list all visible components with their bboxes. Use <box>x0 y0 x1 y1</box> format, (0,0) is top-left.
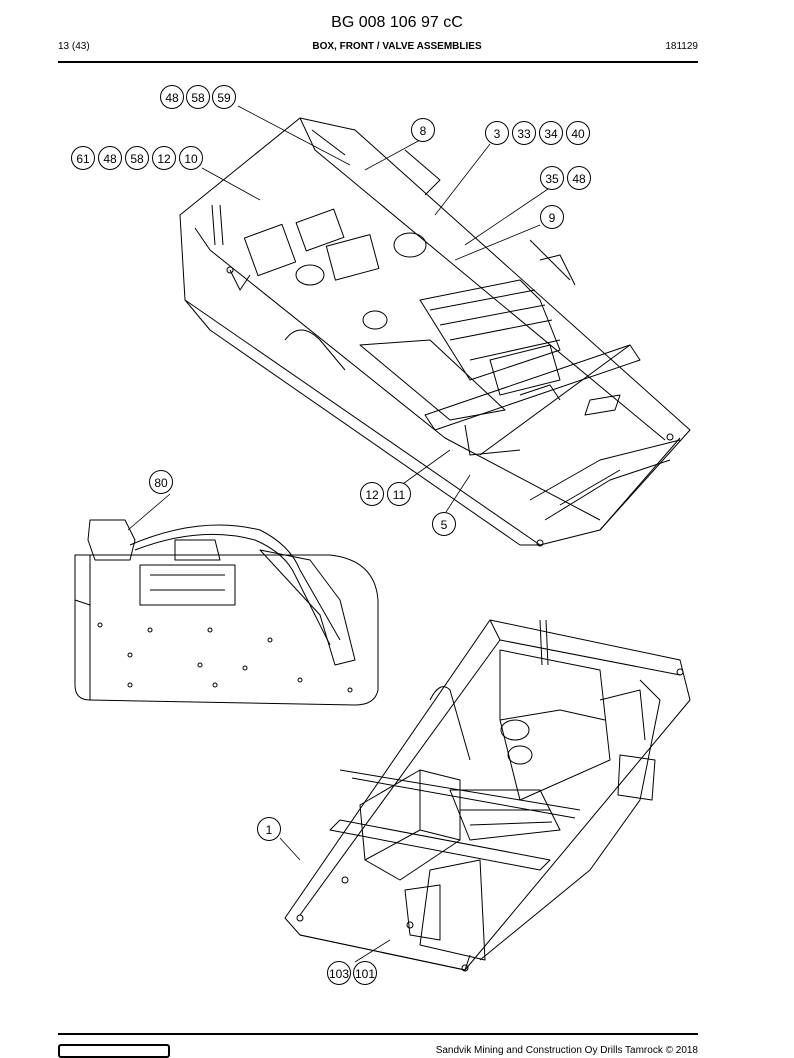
leader-lines <box>127 105 549 963</box>
callout-5: 5 <box>432 512 456 536</box>
callout-12: 12 <box>360 482 384 506</box>
sandvik-logo <box>58 1044 170 1058</box>
callout-103: 103 <box>327 961 351 985</box>
callout-1: 1 <box>257 817 281 841</box>
callout-9: 9 <box>540 205 564 229</box>
page-number: 13 (43) <box>58 41 90 52</box>
callout-58: 58 <box>125 146 149 170</box>
front-box-top-view <box>179 117 691 547</box>
callout-59: 59 <box>212 85 236 109</box>
callout-58: 58 <box>186 85 210 109</box>
callout-80: 80 <box>149 470 173 494</box>
document-date: 181129 <box>665 41 698 52</box>
callout-10: 10 <box>179 146 203 170</box>
callout-61: 61 <box>71 146 95 170</box>
callout-12: 12 <box>152 146 176 170</box>
callout-33: 33 <box>512 121 536 145</box>
front-box-bottom-view <box>284 619 691 972</box>
callout-48: 48 <box>98 146 122 170</box>
callout-48: 48 <box>160 85 184 109</box>
callout-40: 40 <box>566 121 590 145</box>
section-title: BOX, FRONT / VALVE ASSEMBLIES <box>312 41 482 52</box>
callout-48: 48 <box>567 166 591 190</box>
document-id: BG 008 106 97 cC <box>331 14 463 31</box>
callout-11: 11 <box>387 482 411 506</box>
front-box-side-view <box>74 519 379 706</box>
callout-34: 34 <box>539 121 563 145</box>
callout-35: 35 <box>540 166 564 190</box>
callout-8: 8 <box>411 118 435 142</box>
header-divider <box>58 61 698 63</box>
footer-copyright: Sandvik Mining and Construction Oy Drill… <box>435 1045 698 1056</box>
callout-101: 101 <box>353 961 377 985</box>
callout-3: 3 <box>485 121 509 145</box>
footer-divider <box>58 1033 698 1035</box>
